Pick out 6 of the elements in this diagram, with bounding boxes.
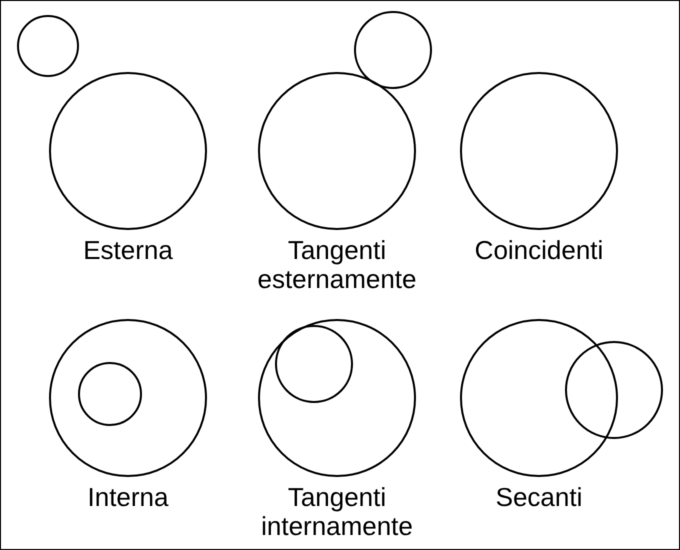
- caption: Secanti: [494, 483, 584, 512]
- caption: Tangenti internamente: [260, 483, 414, 541]
- caption: Interna: [86, 483, 170, 512]
- caption: Esterna: [82, 236, 174, 265]
- caption: Coincidenti: [474, 236, 604, 265]
- caption: Tangenti esternamente: [256, 236, 418, 294]
